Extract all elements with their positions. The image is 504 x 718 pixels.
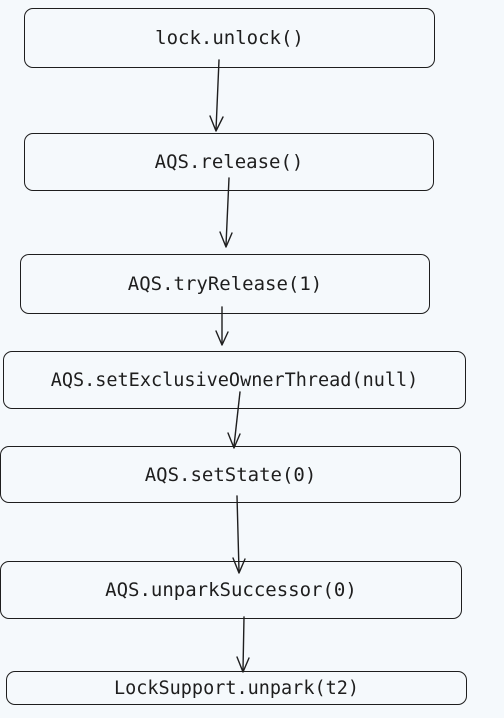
node-label: AQS.setState(0)	[144, 463, 317, 486]
node-aqs-release: AQS.release()	[24, 133, 434, 191]
arrowhead	[215, 330, 229, 346]
node-locksupport-unpark: LockSupport.unpark(t2)	[6, 671, 467, 705]
node-label: AQS.unparkSuccessor(0)	[105, 579, 357, 601]
node-aqs-setexclusiveownerthread: AQS.setExclusiveOwnerThread(null)	[3, 351, 466, 409]
edge-line	[236, 495, 240, 572]
edge-line	[242, 616, 245, 671]
edge-unlock-to-release	[209, 59, 224, 132]
arrowhead	[219, 231, 233, 248]
node-label: AQS.release()	[154, 151, 304, 173]
node-label: AQS.setExclusiveOwnerThread(null)	[50, 369, 419, 391]
node-label: AQS.tryRelease(1)	[127, 273, 323, 295]
node-aqs-setstate: AQS.setState(0)	[0, 446, 461, 503]
node-aqs-unparksuccessor: AQS.unparkSuccessor(0)	[0, 561, 462, 619]
edge-line	[215, 59, 220, 131]
arrowhead	[209, 115, 224, 132]
node-label: lock.unlock()	[155, 27, 304, 49]
edge-unparksuccessor-to-locksupport	[236, 616, 250, 673]
node-lock-unlock: lock.unlock()	[24, 8, 435, 68]
arrowhead	[236, 656, 250, 673]
node-label: LockSupport.unpark(t2)	[113, 677, 360, 699]
node-aqs-tryrelease: AQS.tryRelease(1)	[20, 254, 430, 314]
